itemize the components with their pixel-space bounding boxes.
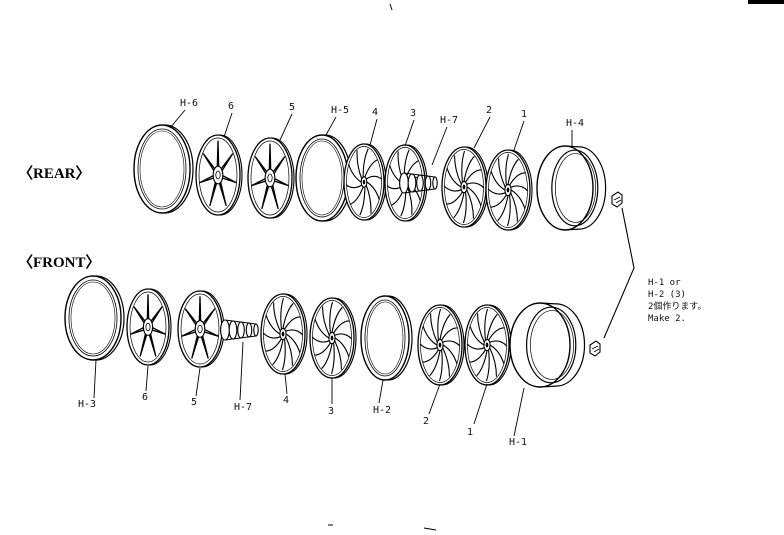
label-rear-3: 3 [410,108,417,119]
rear-ring-h6 [133,124,194,214]
clip-connector [603,207,635,339]
stray-mark-3 [389,3,393,11]
note-line-3: 2個作ります。 [648,302,707,312]
leader-11 [145,365,149,392]
note-line-1: H-1 or [648,278,681,288]
label-front-h2: H-2 [373,405,392,416]
label-front-3: 3 [328,406,335,417]
leader-0 [169,109,186,129]
leader-14 [284,373,288,395]
leader-10 [93,359,97,399]
leader-12 [195,367,201,397]
label-rear-4: 4 [372,107,379,118]
label-rear-5: 5 [289,102,296,113]
rear-wheel-6 [195,134,243,216]
leader-4 [369,118,378,146]
leader-7 [473,116,491,149]
label-front-1: 1 [467,427,474,438]
leader-2 [279,113,293,141]
leader-3 [325,116,337,136]
front-row [64,275,586,388]
label-front-5: 5 [191,397,198,408]
label-rear-h6: H-6 [180,98,199,109]
label-front-6: 6 [142,392,149,403]
note-line-4: Make 2. [648,314,686,324]
assembly-note: H-1 or H-2 (3) 2個作ります。 Make 2. [648,277,707,325]
leader-6 [431,126,448,166]
label-front-4: 4 [283,395,290,406]
label-front-2: 2 [423,416,430,427]
label-front-h3: H-3 [78,399,97,410]
leader-18 [473,383,488,425]
label-rear-h4: H-4 [566,118,585,129]
front-ring-h3 [64,275,125,361]
leader-8 [513,120,525,151]
rear-wheel-5 [247,137,295,219]
leader-lines [93,109,573,437]
front-wheel-5 [177,290,225,368]
leader-13 [239,341,244,401]
front-wheel-6 [126,288,172,366]
rear-wheel-2 [441,146,489,228]
label-rear-h7: H-7 [440,115,459,126]
front-wheel-4 [260,293,308,375]
label-rear-2: 2 [486,105,493,116]
leader-1 [223,112,233,138]
front-ring-h2 [360,295,413,381]
clip-bottom [589,340,601,357]
front-wheel-1 [464,304,512,386]
rear-bearing-h7 [399,172,438,194]
leader-16 [378,379,384,404]
label-front-h1: H-1 [509,437,528,448]
leader-17 [428,383,441,415]
corner-mark [748,0,784,4]
rear-section-title: 〈REAR〉 [18,166,91,182]
label-rear-1: 1 [521,109,528,120]
rear-drum-h4 [536,145,607,231]
leader-5 [404,119,415,147]
clip-top [611,191,623,208]
note-line-2: H-2 (3) [648,290,686,300]
rear-row [133,124,607,231]
front-section-title: 〈FRONT〉 [18,255,101,271]
front-drum-h1 [509,302,586,388]
rear-wheel-4 [343,143,387,221]
front-wheel-2 [417,304,465,386]
label-rear-h5: H-5 [331,105,350,116]
front-bearing-h7 [220,319,259,341]
clip-parts [328,3,635,531]
label-rear-6: 6 [228,101,235,112]
rear-wheel-1 [485,149,533,231]
rear-ring-h5 [295,134,352,222]
stray-mark-2 [423,527,437,531]
label-front-h7: H-7 [234,402,253,413]
leader-19 [513,387,525,437]
front-wheel-3 [309,297,357,379]
